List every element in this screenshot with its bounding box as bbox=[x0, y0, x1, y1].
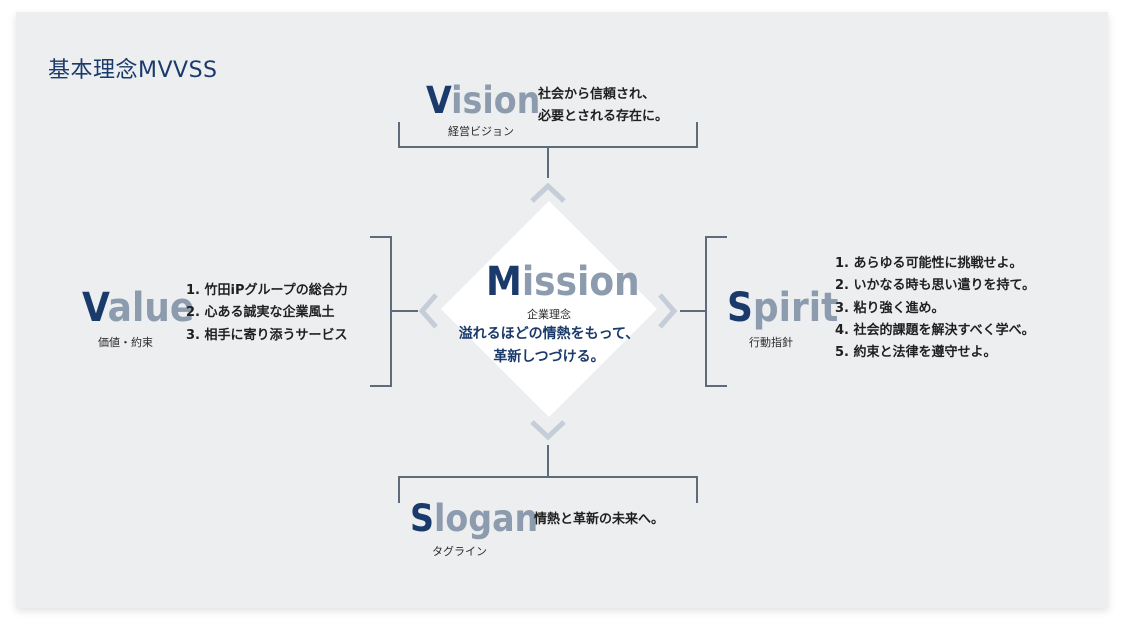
vision-heading-rest: ision bbox=[451, 79, 541, 122]
value-text: 1. 竹田iPグループの総合力 2. 心ある誠実な企業風土 3. 相手に寄り添う… bbox=[186, 280, 348, 347]
value-line: 3. 相手に寄り添うサービス bbox=[186, 327, 348, 343]
value-heading-initial: V bbox=[82, 285, 108, 331]
mission-heading: Mission bbox=[486, 262, 640, 302]
value-line: 2. 心ある誠実な企業風土 bbox=[186, 305, 335, 321]
value-heading: Value bbox=[82, 288, 194, 328]
vision-heading-initial: V bbox=[426, 79, 452, 122]
vision-subtitle: 経営ビジョン bbox=[448, 125, 514, 138]
vision-heading: Vision bbox=[426, 82, 540, 119]
slogan-text: 情熱と革新の未来へ。 bbox=[534, 509, 664, 531]
spirit-line: 3. 粘り強く進め。 bbox=[835, 300, 945, 316]
mission-text: 溢れるほどの情熱をもって、 革新しつづける。 bbox=[449, 323, 649, 369]
spirit-text: 1. あらゆる可能性に挑戦せよ。 2. いかなる時も思い遣りを持て。 3. 粘り… bbox=[835, 253, 1035, 365]
chevron-left-icon bbox=[418, 293, 438, 329]
spirit-heading-initial: S bbox=[727, 285, 753, 331]
vision-line: 社会から信頼され、 bbox=[538, 87, 656, 102]
value-bracket bbox=[370, 236, 392, 387]
chevron-up-icon bbox=[530, 182, 566, 203]
spirit-line: 4. 社会的課題を解決すべく学べ。 bbox=[835, 323, 1035, 339]
vision-line: 必要とされる存在に。 bbox=[538, 109, 669, 125]
value-heading-rest: alue bbox=[107, 285, 195, 331]
value-subtitle: 価値・約束 bbox=[98, 336, 153, 349]
slogan-line: 情熱と革新の未来へ。 bbox=[534, 512, 665, 527]
slogan-subtitle: タグライン bbox=[432, 545, 487, 558]
page-title: 基本理念MVVSS bbox=[48, 58, 218, 83]
mission-subtitle: 企業理念 bbox=[527, 308, 571, 321]
chevron-down-icon bbox=[530, 420, 566, 441]
chevron-right-icon bbox=[658, 293, 678, 329]
slogan-heading-rest: logan bbox=[433, 497, 539, 540]
spirit-heading: Spirit bbox=[727, 288, 838, 328]
mission-heading-initial: M bbox=[486, 259, 522, 305]
mission-line: 革新しつづける。 bbox=[493, 349, 605, 366]
spirit-bracket bbox=[705, 236, 727, 387]
mission-heading-rest: ission bbox=[521, 259, 640, 305]
spirit-line: 1. あらゆる可能性に挑戦せよ。 bbox=[835, 256, 1023, 271]
value-line: 1. 竹田iPグループの総合力 bbox=[186, 283, 348, 298]
spirit-line: 5. 約束と法律を遵守せよ。 bbox=[835, 345, 997, 361]
spirit-line: 2. いかなる時も思い遣りを持て。 bbox=[835, 278, 1036, 294]
spirit-subtitle: 行動指針 bbox=[749, 336, 793, 349]
spirit-heading-rest: pirit bbox=[752, 285, 839, 331]
mission-diamond bbox=[441, 201, 657, 417]
slogan-heading-initial: S bbox=[410, 497, 434, 540]
slogan-heading: Slogan bbox=[410, 500, 538, 537]
vision-text: 社会から信頼され、 必要とされる存在に。 bbox=[538, 84, 668, 129]
mission-line: 溢れるほどの情熱をもって、 bbox=[458, 326, 640, 342]
